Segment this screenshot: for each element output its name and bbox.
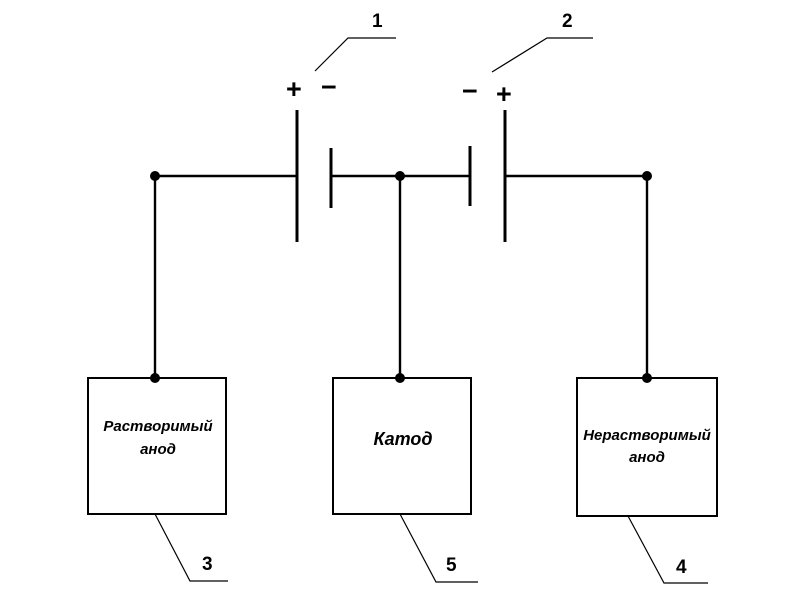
- junction-node-middle: [395, 171, 405, 181]
- callout-leader-3: [154, 513, 228, 582]
- soluble-anode-label-line-2: анод: [140, 441, 176, 458]
- soluble-anode-terminal-node: [150, 373, 160, 383]
- battery-2-minus-sign: −: [462, 76, 478, 106]
- callout-leader-5: [399, 513, 478, 583]
- cathode-terminal-node: [395, 373, 405, 383]
- callout-leader-1: [314, 37, 396, 72]
- cathode-label: Катод: [374, 429, 433, 449]
- insoluble-anode-label-line-1: Нерастворимый: [583, 427, 711, 444]
- battery-2-plus-sign: +: [496, 79, 512, 109]
- callout-number-4: 4: [676, 557, 687, 578]
- soluble-anode-label-line-1: Растворимый: [103, 418, 212, 435]
- callout-leader-2: [491, 37, 593, 73]
- insoluble-anode-label-line-2: анод: [629, 449, 665, 466]
- callout-number-2: 2: [562, 11, 573, 32]
- battery-1-plus-sign: +: [286, 74, 302, 104]
- callout-number-1: 1: [372, 11, 383, 32]
- callout-leader-4: [627, 515, 708, 584]
- junction-node-right: [642, 171, 652, 181]
- callout-number-3: 3: [202, 554, 213, 575]
- junction-node-left: [150, 171, 160, 181]
- battery-1-minus-sign: −: [321, 72, 337, 102]
- cathode-block: [332, 377, 472, 515]
- insoluble-anode-block: [576, 377, 718, 517]
- insoluble-anode-terminal-node: [642, 373, 652, 383]
- callout-number-5: 5: [446, 555, 457, 576]
